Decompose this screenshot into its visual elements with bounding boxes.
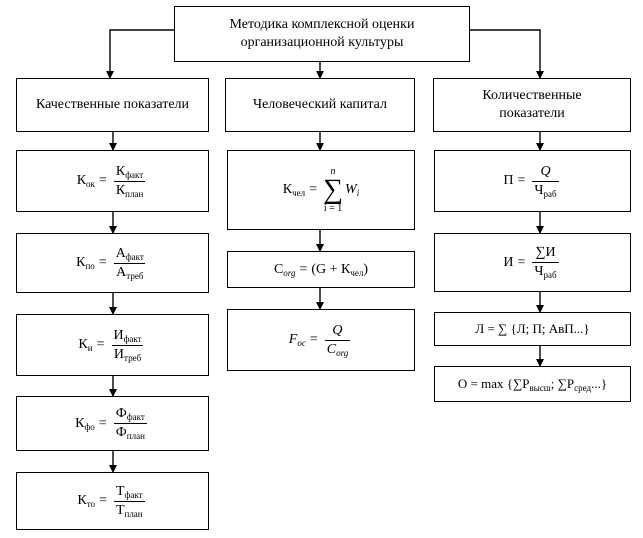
i-fraction: ∑И Чраб [532, 245, 559, 280]
formula-fraction: Ффакт Фплан [113, 406, 147, 441]
loyalty-formula-box: Л = ∑ {Л; П; АвП...} [434, 312, 631, 346]
quantitative-header: Количественные показатели [433, 78, 631, 132]
formula-equals: = [99, 493, 107, 508]
foc-equals: = [309, 332, 318, 347]
quantitative-header-line-2: показатели [499, 106, 565, 121]
productivity-formula-box: П = Q Чраб [434, 150, 631, 212]
corg-formula-box: Сorg = (G + Кчел) [227, 251, 415, 288]
formula-equals: = [98, 415, 107, 431]
o-formula: О = max {∑Рвысш; ∑Рсред...} [457, 375, 608, 393]
o-formula-box: О = max {∑Рвысш; ∑Рсред...} [434, 366, 631, 402]
formula-lhs: Кто [77, 493, 96, 509]
quantitative-header-line-1: Количественные [482, 88, 582, 103]
formula-lhs: Кок [76, 173, 95, 189]
p-lhs: П [503, 173, 514, 188]
arrow-title-to-quantitative [470, 29, 544, 79]
title-line-1: Методика комплексной оценки [229, 17, 415, 32]
formula-numerator: Ифакт [113, 327, 142, 344]
formula-denominator: Итреб [111, 344, 144, 363]
kchel-lhs: Кчел [282, 182, 306, 198]
foc-lhs: Foc [288, 332, 306, 348]
formula-box-kpo: Кпо = Афакт Атреб [16, 233, 209, 293]
sum-symbol: n ∑ i = 1 [323, 166, 344, 214]
formula-fraction: Тфакт Тплан [113, 483, 145, 519]
human-capital-formula-box: Кчел = n ∑ i = 1 Wi [227, 150, 415, 230]
formula-numerator: Тфакт [115, 483, 143, 500]
kchel-equals: = [309, 182, 318, 197]
formula-denominator: Кплан [113, 180, 146, 199]
formula-lhs: Кпо [76, 255, 95, 271]
title-box: Методика комплексной оценки организацион… [174, 6, 470, 62]
formula-denominator: Тплан [113, 500, 145, 519]
human-capital-header: Человеческий капитал [225, 78, 415, 132]
formula-box-kfo: Кфо = Ффакт Фплан [16, 396, 209, 451]
formula-lhs: Кфо [75, 415, 95, 432]
p-fraction: Q Чраб [532, 163, 559, 199]
formula-box-kto: Кто = Тфакт Тплан [16, 472, 209, 530]
formula-equals: = [96, 337, 105, 352]
formula-box-ki: Ки = Ифакт Итреб [16, 314, 209, 376]
p-equals: = [517, 173, 526, 188]
formula-box-kok: Кок = Кфакт Кплан [16, 150, 209, 212]
i-lhs: И [503, 254, 514, 270]
arrow-title-to-qualitative [106, 29, 174, 79]
foc-fraction: Q Corg [324, 322, 351, 358]
sum-term: Wi [345, 182, 360, 198]
formula-fraction: Афакт Атреб [114, 246, 146, 281]
formula-numerator: Ффакт [115, 406, 145, 422]
corg-equals: = [299, 261, 308, 277]
i-equals: = [517, 254, 526, 270]
qualitative-header: Качественные показатели [16, 78, 209, 132]
formula-fraction: Ифакт Итреб [111, 327, 144, 363]
qualitative-header-label: Качественные показатели [35, 97, 190, 112]
formula-numerator: Кфакт [115, 163, 144, 180]
human-capital-header-label: Человеческий капитал [252, 97, 387, 112]
formula-lhs: Ки [78, 337, 93, 353]
corg-lhs: Сorg [273, 261, 296, 278]
formula-denominator: Атреб [114, 262, 146, 281]
formula-fraction: Кфакт Кплан [113, 163, 146, 199]
title-line-2: организационной культуры [240, 35, 404, 50]
innovation-formula-box: И = ∑И Чраб [434, 233, 631, 292]
corg-rhs: (G + Кчел) [311, 261, 369, 278]
formula-equals: = [98, 255, 107, 270]
formula-denominator: Фплан [113, 423, 147, 441]
formula-equals: = [98, 173, 107, 188]
l-formula: Л = ∑ {Л; П; АвП...} [475, 321, 590, 336]
foc-formula-box: Foc = Q Corg [227, 309, 415, 371]
formula-numerator: Афакт [115, 245, 144, 262]
